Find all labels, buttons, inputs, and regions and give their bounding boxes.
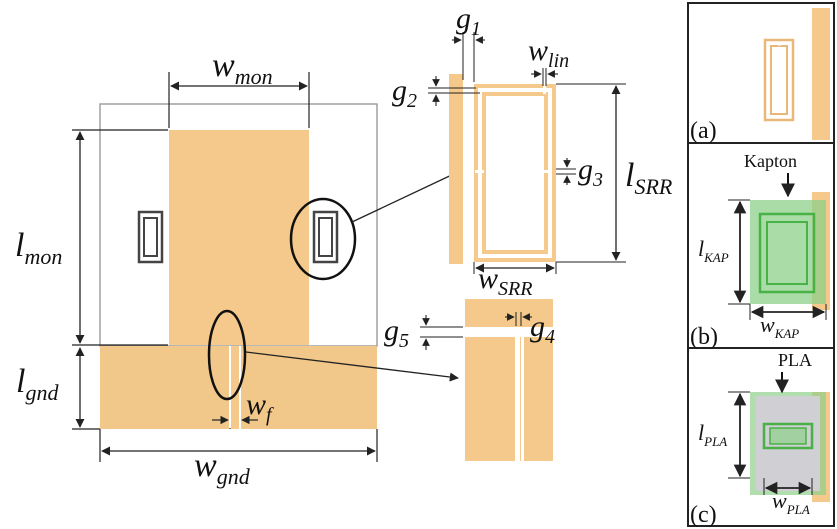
label-w-kap: wKAP xyxy=(760,312,799,341)
pointer-to-feed-zoom xyxy=(245,351,459,382)
panel-a-label: (a) xyxy=(690,118,717,144)
feed-zoom xyxy=(420,299,553,461)
label-g3: g3 xyxy=(578,153,603,191)
label-w-f: wf xyxy=(246,388,274,426)
label-l-gnd: lgnd xyxy=(16,363,59,405)
kapton-label: Kapton xyxy=(744,151,797,171)
label-w-pla: wPLA xyxy=(772,488,810,517)
label-l-mon: lmon xyxy=(15,227,62,269)
monopole-patch xyxy=(169,130,309,345)
label-l-pla: lPLA xyxy=(698,420,727,449)
srr-highlight-ellipse xyxy=(289,197,357,281)
srr-zoom xyxy=(428,32,626,274)
label-w-gnd: wgnd xyxy=(194,447,251,489)
label-g5: g5 xyxy=(384,314,409,352)
pla-label: PLA xyxy=(778,350,812,370)
panel-b-label: (b) xyxy=(690,324,718,350)
label-l-kap: lKAP xyxy=(698,236,729,265)
srr-zoom-patch-edge xyxy=(449,74,463,264)
label-l-srr: lSRR xyxy=(625,157,673,199)
srr-right xyxy=(312,210,339,264)
label-w-srr: wSRR xyxy=(478,262,532,300)
label-g4: g4 xyxy=(530,310,555,348)
main-antenna xyxy=(72,72,459,462)
pointer-to-srr-zoom xyxy=(351,171,459,223)
panel-c xyxy=(687,347,835,527)
label-g1: g1 xyxy=(456,2,481,40)
panel-b xyxy=(687,142,835,349)
label-w-lin: wlin xyxy=(528,34,569,72)
srr-left xyxy=(137,210,164,264)
label-w-mon: wmon xyxy=(212,47,273,89)
feed-line xyxy=(230,346,240,429)
feed-highlight-ellipse xyxy=(207,309,247,401)
panel-c-label: (c) xyxy=(690,502,717,528)
label-g2: g2 xyxy=(392,74,417,112)
